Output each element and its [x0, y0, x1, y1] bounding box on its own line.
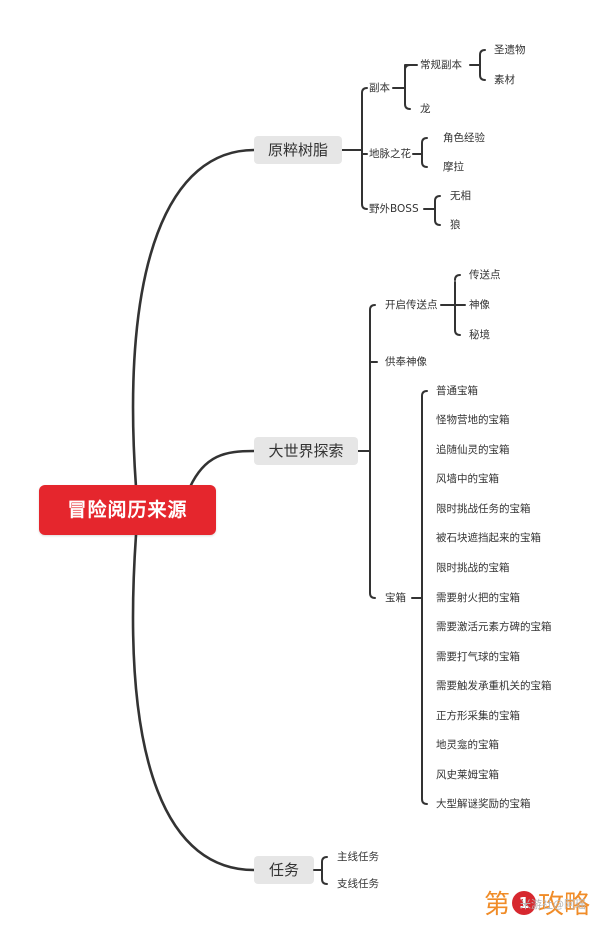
edge-root-renwu [131, 533, 256, 872]
watermark-left: 第 [483, 890, 510, 920]
chest-item[interactable]: 地灵龛的宝箱 [436, 739, 499, 751]
chest-item[interactable]: 大型解谜奖励的宝箱 [436, 798, 531, 810]
node-yewai-boss[interactable]: 野外BOSS [369, 203, 419, 215]
node-shengyiwu[interactable]: 圣遗物 [494, 44, 526, 56]
watermark-number-badge: 1 [511, 890, 536, 915]
node-zhuxian-renwu[interactable]: 主线任务 [337, 851, 379, 863]
node-juese-jingyan[interactable]: 角色经验 [443, 132, 485, 144]
chest-item[interactable]: 追随仙灵的宝箱 [436, 444, 510, 456]
node-mola[interactable]: 摩拉 [443, 161, 464, 173]
chest-item[interactable]: 需要打气球的宝箱 [436, 651, 520, 663]
node-chuansongdian[interactable]: 传送点 [469, 269, 501, 281]
node-fuben[interactable]: 副本 [369, 82, 390, 94]
edge-renwu [313, 856, 328, 885]
edge-changgui [469, 49, 486, 81]
chest-item[interactable]: 需要触发承重机关的宝箱 [436, 680, 552, 692]
root-node[interactable]: 冒险阅历来源 [39, 485, 216, 535]
chest-item[interactable]: 需要激活元素方碑的宝箱 [436, 621, 552, 633]
edge-dimai [412, 137, 428, 168]
node-gongfeng-shenxiang[interactable]: 供奉神像 [385, 356, 427, 368]
node-mijing[interactable]: 秘境 [469, 329, 490, 341]
chest-item[interactable]: 风史莱姆宝箱 [436, 769, 499, 781]
watermark-logo: 第 1 攻略 [484, 884, 590, 921]
chest-item[interactable]: 普通宝箱 [436, 385, 478, 397]
node-baoxiang[interactable]: 宝箱 [385, 592, 406, 604]
chest-item[interactable]: 被石块遮挡起来的宝箱 [436, 532, 541, 544]
chest-item[interactable]: 正方形采集的宝箱 [436, 710, 520, 722]
chest-item[interactable]: 需要射火把的宝箱 [436, 592, 520, 604]
chest-item[interactable]: 限时挑战的宝箱 [436, 562, 510, 574]
branch-renwu[interactable]: 任务 [254, 856, 314, 884]
edge-yuancui-trunk [341, 87, 368, 210]
node-lang[interactable]: 狼 [450, 219, 461, 231]
branch-dashijie-tansuo[interactable]: 大世界探索 [254, 437, 358, 465]
node-shenxiang[interactable]: 神像 [469, 299, 490, 311]
edge-root-dashijie [188, 449, 256, 489]
edge-dashijie-trunk [357, 304, 378, 599]
edge-yewai [423, 195, 441, 226]
chest-item[interactable]: 限时挑战任务的宝箱 [436, 503, 531, 515]
node-zhixian-renwu[interactable]: 支线任务 [337, 878, 379, 890]
edge-baoxiang [411, 390, 428, 805]
chest-item[interactable]: 怪物营地的宝箱 [436, 414, 510, 426]
branch-yuancui-shuzhi[interactable]: 原粹树脂 [254, 136, 342, 164]
edge-chuansong [440, 274, 466, 336]
watermark-right: 攻略 [537, 890, 590, 920]
node-changgui-fuben[interactable]: 常规副本 [420, 59, 462, 71]
node-wuxiang[interactable]: 无相 [450, 190, 471, 202]
node-sucai[interactable]: 素材 [494, 74, 515, 86]
watermark: 第 1 攻略 米游社@阿瑶 [484, 884, 590, 921]
chest-item[interactable]: 风墙中的宝箱 [436, 473, 499, 485]
edge-root-yuancui [131, 148, 256, 489]
node-kaiqi-chuansongdian[interactable]: 开启传送点 [385, 299, 438, 311]
edge-fuben [392, 64, 418, 110]
watermark-author: 米游社@阿瑶 [520, 898, 586, 911]
node-dimai-zhihua[interactable]: 地脉之花 [369, 148, 411, 160]
node-long[interactable]: 龙 [420, 103, 431, 115]
